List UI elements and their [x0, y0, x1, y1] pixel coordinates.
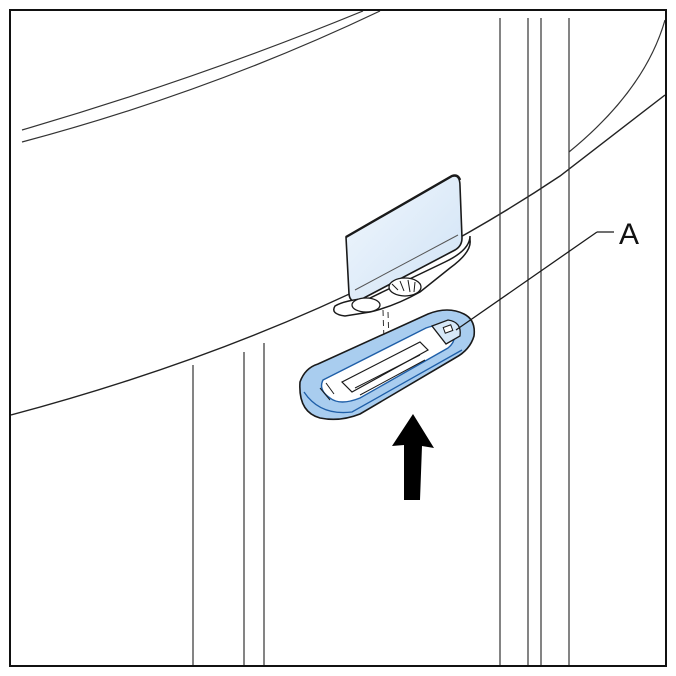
background-arc-top-2	[21, 11, 381, 143]
arrow-up-icon	[392, 414, 434, 500]
filter-plate-top-edge	[345, 174, 462, 239]
mount-gear-teeth	[391, 279, 416, 293]
appliance-body-edge	[11, 94, 665, 416]
background-arc-top-1	[21, 11, 364, 131]
mount-boss	[351, 297, 381, 313]
filter-plate-assembly	[333, 174, 471, 373]
filter-plate-rib	[354, 234, 459, 291]
callout-label-a: A	[619, 218, 639, 251]
filter-tray-a	[299, 309, 476, 421]
tray-notch-left	[319, 382, 335, 401]
tray-tab-hole	[442, 324, 454, 334]
tray-front-lip	[303, 349, 463, 414]
tray-slot	[354, 354, 426, 396]
callout-a-leader	[455, 231, 598, 331]
tray-opening	[340, 341, 429, 393]
figure-frame	[9, 9, 667, 667]
background-arc-right	[568, 19, 665, 153]
mount-gear	[388, 277, 422, 297]
